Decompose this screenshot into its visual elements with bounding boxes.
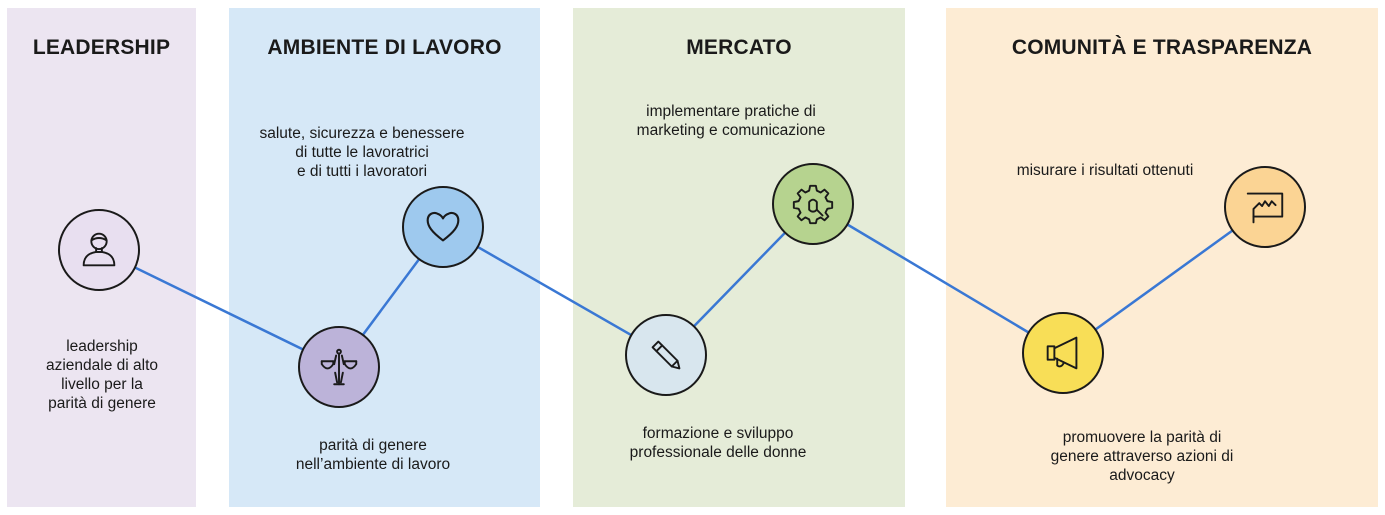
- label-advocacy: promuovere la parità di genere attravers…: [1002, 428, 1282, 485]
- column-title-ambiente-di-lavoro: AMBIENTE DI LAVORO: [267, 36, 502, 59]
- column-title-mercato: MERCATO: [686, 36, 792, 59]
- label-line: advocacy: [1109, 467, 1175, 484]
- node-marketing: [772, 163, 854, 245]
- label-line: genere attraverso azioni di: [1050, 448, 1234, 465]
- label-line: professionale delle donne: [629, 444, 807, 461]
- label-line: e di tutti i lavoratori: [296, 163, 428, 180]
- label-line: promuovere la parità di: [1062, 429, 1222, 446]
- pencil-icon: [651, 340, 681, 370]
- node-formazione: [625, 314, 707, 396]
- heart-icon: [426, 211, 460, 242]
- scales-icon: [320, 348, 358, 386]
- label-line: parità di genere: [48, 395, 156, 412]
- label-parita-ambiente: parità di genere nell’ambiente di lavoro: [258, 436, 488, 474]
- label-leadership: leadership aziendale di alto livello per…: [17, 337, 187, 413]
- label-line: nell’ambiente di lavoro: [295, 456, 451, 473]
- label-line: di tutte le lavoratrici: [295, 144, 429, 161]
- label-formazione: formazione e sviluppo professionale dell…: [588, 424, 848, 462]
- node-misurare-risultati: [1224, 166, 1306, 248]
- megaphone-icon: [1046, 336, 1078, 370]
- label-line: implementare pratiche di: [646, 103, 816, 120]
- label-line: salute, sicurezza e benessere: [259, 125, 465, 142]
- node-leadership: [58, 209, 140, 291]
- column-title-comunita-e-trasparenza: COMUNITÀ E TRASPARENZA: [1011, 36, 1313, 59]
- person-icon: [82, 232, 116, 267]
- column-comunita-e-trasparenza: COMUNITÀ E TRASPARENZA: [946, 8, 1378, 507]
- label-line: livello per la: [61, 376, 143, 393]
- label-line: parità di genere: [319, 437, 427, 454]
- label-salute-sicurezza: salute, sicurezza e benessere di tutte l…: [232, 124, 492, 181]
- label-line: formazione e sviluppo: [642, 425, 794, 442]
- label-line: marketing e comunicazione: [636, 122, 826, 139]
- chart-frame-icon: [1246, 192, 1284, 224]
- gear-icon: [792, 184, 834, 225]
- label-line: misurare i risultati ottenuti: [1016, 162, 1194, 179]
- column-title-leadership: LEADERSHIP: [32, 36, 171, 59]
- label-misurare-risultati: misurare i risultati ottenuti: [972, 161, 1238, 180]
- node-advocacy: [1022, 312, 1104, 394]
- node-salute-sicurezza: [402, 186, 484, 268]
- label-line: aziendale di alto: [45, 357, 159, 374]
- label-marketing: implementare pratiche di marketing e com…: [596, 102, 866, 140]
- column-mercato: MERCATO: [573, 8, 905, 507]
- label-line: leadership: [66, 338, 138, 355]
- node-parita-ambiente: [298, 326, 380, 408]
- column-ambiente-di-lavoro: AMBIENTE DI LAVORO: [229, 8, 540, 507]
